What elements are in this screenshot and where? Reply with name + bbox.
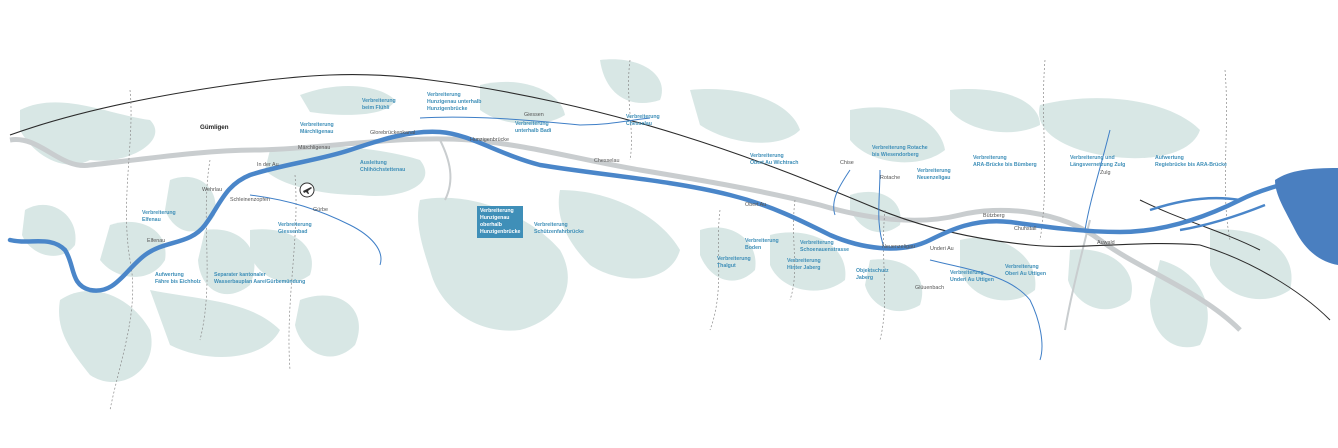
boundary-line — [789, 199, 796, 301]
project-hunzigenau-unterhalb: Verbreiterung Hunzigenau unterhalb Hunzi… — [427, 92, 482, 112]
project-chesselau: Verbreiterung Chesselau — [626, 114, 660, 127]
place-guerbe: Gürbe — [313, 207, 328, 213]
project-maerchligenau: Verbreiterung Märchligenau — [300, 122, 334, 135]
stream — [419, 116, 651, 126]
place-schleinenzopfen: Schleinenzopfen — [230, 197, 270, 203]
boundary-line — [199, 159, 211, 341]
forest-patch — [1039, 98, 1200, 159]
guerbe-stream — [249, 194, 382, 266]
project-schuetzenfahrbruecke: Verbreiterung Schützenfahrbrücke — [534, 222, 584, 235]
project-hinter-jaberg: Verbreiterung Hinter Jaberg — [787, 258, 821, 271]
place-buetzberg: Bützberg — [983, 213, 1005, 219]
place-underi-au: Underi Au — [930, 246, 954, 252]
project-hunzigenau-oberhalb: Verbreiterung Hunzigenau oberhalb Hunzig… — [477, 206, 524, 238]
forest-patch — [850, 191, 901, 233]
project-oberi-au: Verbreiterung Oberi Au Uttigen — [1005, 264, 1047, 277]
forest-patch — [950, 89, 1040, 133]
railway-line — [9, 74, 1201, 247]
boundaries — [109, 59, 1231, 411]
forest-patch — [700, 227, 756, 281]
place-zulg: Zulg — [1100, 170, 1111, 176]
project-obert-au: Verbreiterung Obert Au Wichtrach — [750, 153, 799, 166]
forest-patch — [1210, 229, 1292, 300]
boundary-line — [1224, 69, 1231, 241]
place-glueuenbach: Glüuenbach — [915, 285, 945, 291]
forest-patch — [250, 229, 312, 283]
forest-patch — [59, 291, 152, 383]
place-neuenzeligau: Neuenzeligau — [882, 244, 915, 250]
place-guemligen: Gümligen — [200, 124, 229, 131]
boundary-line — [879, 209, 886, 341]
forest-patch — [480, 81, 565, 125]
project-wasserbauplan: Separater kantonaler Wasserbauplan Aare/… — [214, 272, 306, 285]
airplane-icon — [299, 182, 315, 198]
project-neuenzeligau: Verbreiterung Neuenzeligau — [917, 168, 951, 181]
forest-patch — [600, 59, 662, 104]
project-schoenau: Verbreiterung Schoenauenstrasse — [800, 240, 850, 253]
place-rotache: Rotache — [880, 175, 901, 181]
forest-patch — [165, 176, 216, 232]
project-underi-au: Verbreiterung Underi Au Uttigen — [950, 270, 994, 283]
project-rotache: Verbreiterung Rotache bis Wiesendorberg — [872, 145, 928, 158]
project-boden: Verbreiterung Boden — [745, 238, 779, 251]
place-chise: Chise — [840, 160, 854, 166]
forest-patch — [300, 85, 395, 115]
road — [439, 139, 452, 201]
place-hunzigenbruecke: Hunzigenbrücke — [470, 137, 509, 143]
project-jaberg: Objektschutz Jaberg — [856, 268, 889, 281]
place-maerchligenau: Märchligenau — [298, 145, 331, 151]
forest-patch — [198, 229, 255, 295]
place-in-der-au: In der Au — [257, 162, 279, 168]
forest-patch — [150, 290, 280, 357]
forest-patch — [22, 204, 76, 256]
place-obert-au: Obert Au — [745, 202, 767, 208]
project-fluehli: Verbreiterung beim Flühli — [362, 98, 396, 111]
lake — [1275, 168, 1338, 265]
project-giessenbad: Verbreiterung Giessenbad — [278, 222, 312, 235]
place-auwald: Auwald — [1097, 240, 1115, 246]
aare-river-arm — [1179, 203, 1266, 232]
forest-patch — [850, 107, 945, 163]
place-chuhstall: Chuhstall — [1014, 226, 1037, 232]
rotache-stream — [878, 169, 886, 251]
project-chlihoechstettenau: Ausleitung Chlihöchstettenau — [360, 160, 406, 173]
forest-patch — [558, 190, 680, 279]
project-elfenau: Verbreiterung Elfenau — [142, 210, 176, 223]
forest-patch — [20, 102, 156, 165]
project-ara: Aufwertung Regiebrücke bis ARA-Brücke — [1155, 155, 1227, 168]
boundary-line — [628, 59, 632, 161]
boundary-line — [709, 209, 721, 331]
zulg-stream — [1084, 129, 1111, 231]
project-bruetmatt: Verbreiterung ARA-Brücke bis Bümberg — [973, 155, 1037, 168]
chise-stream — [833, 169, 851, 216]
forest-patch — [1150, 260, 1208, 348]
forest-patch — [418, 197, 568, 331]
place-chesselau: Chesselau — [594, 158, 620, 164]
aare-river — [7, 129, 1303, 293]
forest-patch — [1068, 249, 1132, 310]
project-zulg: Verbreiterung und Längsvernetzung Zulg — [1070, 155, 1126, 168]
boundary-line — [109, 89, 133, 411]
aare-river-arm — [1149, 196, 1241, 212]
forest-patch — [770, 232, 846, 291]
place-gloriebrueckenkanal: Glorebrückenkanal — [370, 130, 416, 136]
forest-patch — [960, 237, 1036, 301]
forest-patch — [865, 259, 923, 312]
place-giessen: Giessen — [524, 112, 544, 118]
boundary-line — [1039, 59, 1046, 241]
project-faehre: Aufwertung Fähre bis Eichholz — [155, 272, 201, 285]
forest-patch — [100, 221, 166, 277]
forest-patch — [295, 295, 359, 357]
streams — [249, 116, 1111, 361]
glueuenbach-stream — [929, 259, 1043, 361]
place-wehrlau: Wehrlau — [202, 187, 222, 193]
motorway — [9, 136, 1242, 332]
project-thalgut: Verbreiterung Thalgut — [717, 256, 751, 269]
forest-patch — [690, 89, 800, 143]
railway-line — [1199, 244, 1331, 321]
place-elfenau: Elfenau — [147, 238, 166, 244]
project-badi: Verbreiterung unterhalb Badi — [515, 121, 552, 134]
